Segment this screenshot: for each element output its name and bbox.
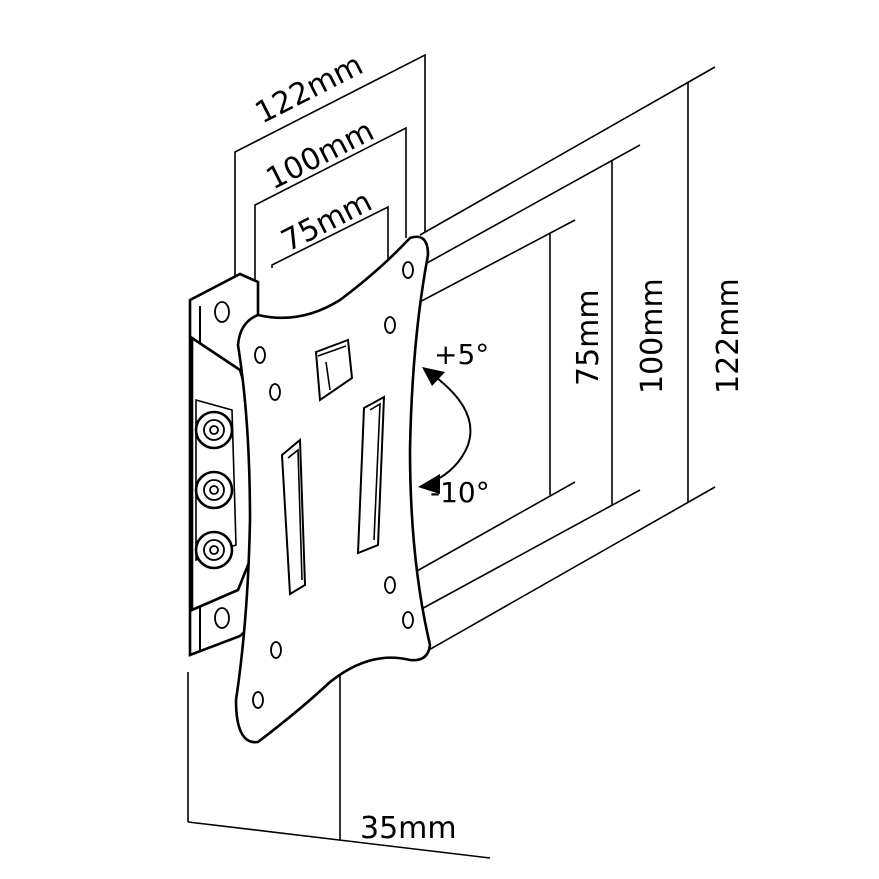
label-tilt-down: -10° <box>430 476 490 509</box>
label-width-outer: 122mm <box>250 47 369 131</box>
label-width-inner: 75mm <box>276 184 378 259</box>
vesa-plate <box>234 235 432 744</box>
top-width-dimension-lines <box>234 53 426 300</box>
bolt-icon <box>194 530 234 570</box>
label-depth: 35mm <box>360 811 457 846</box>
arrowhead-up-icon <box>422 367 445 386</box>
bolt-icon <box>194 470 234 510</box>
mounting-holes <box>252 261 414 709</box>
bolt-icon <box>194 410 234 450</box>
tilt-arc <box>418 367 472 494</box>
arrowhead-down-icon <box>418 474 440 494</box>
depth-dimension-lines <box>187 668 491 859</box>
label-height-inner: 75mm <box>571 289 606 386</box>
label-height-mid: 100mm <box>635 278 670 394</box>
label-tilt-up: +5° <box>434 338 489 371</box>
label-height-outer: 122mm <box>711 278 746 394</box>
right-height-dimension-lines <box>391 66 716 656</box>
pivot-bolts <box>194 410 234 570</box>
